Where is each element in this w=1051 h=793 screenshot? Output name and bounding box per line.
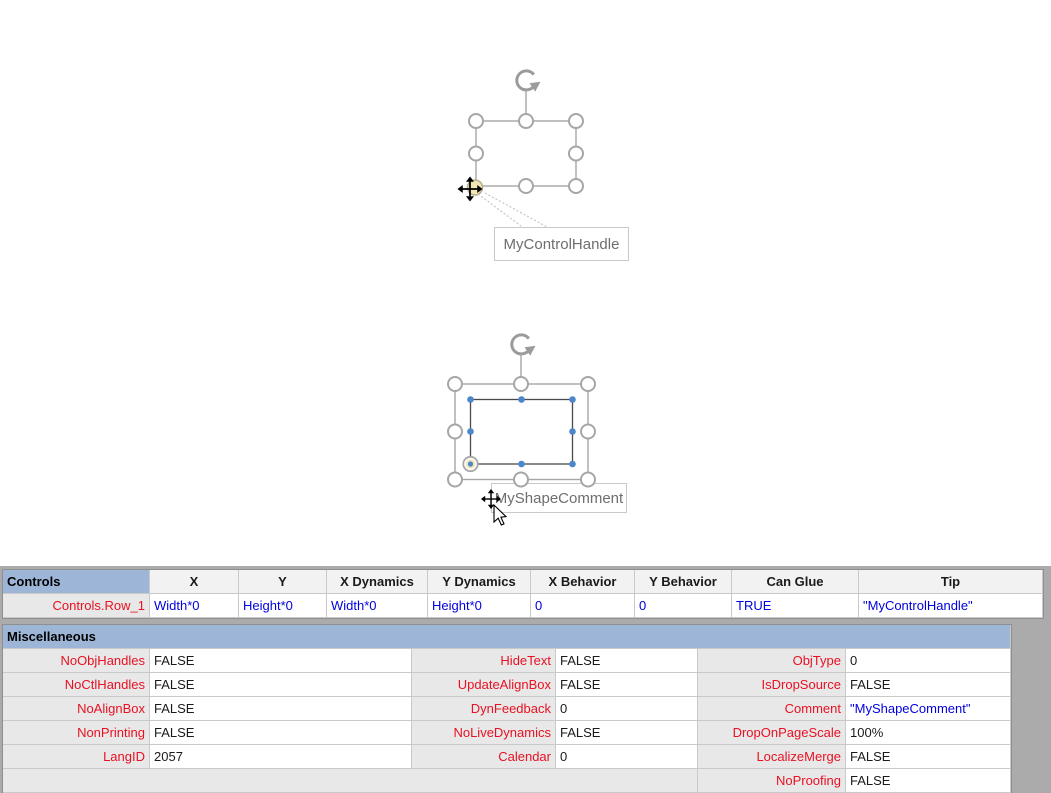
selection-box xyxy=(454,383,589,481)
cell-nolivedynamics[interactable]: FALSE xyxy=(556,721,698,745)
label-nonprinting[interactable]: NonPrinting xyxy=(3,721,150,745)
vertex-handles[interactable] xyxy=(467,396,576,468)
tooltip-callout-lines xyxy=(477,192,549,229)
miscellaneous-section-table: Miscellaneous NoObjHandles FALSE HideTex… xyxy=(2,624,1012,793)
column-header-x-dynamics: X Dynamics xyxy=(327,570,428,594)
cell-comment[interactable]: "MyShapeComment" xyxy=(846,697,1011,721)
column-header-y: Y xyxy=(239,570,327,594)
cell-controls-y-behavior[interactable]: 0 xyxy=(635,594,732,618)
shapesheet-window: Controls X Y X Dynamics Y Dynamics X Beh… xyxy=(0,566,1051,793)
cell-noproofing[interactable]: FALSE xyxy=(846,769,1011,793)
label-noctlhandles[interactable]: NoCtlHandles xyxy=(3,673,150,697)
cell-langid[interactable]: 2057 xyxy=(150,745,412,769)
controls-section-header[interactable]: Controls xyxy=(3,570,150,594)
label-localizemerge[interactable]: LocalizeMerge xyxy=(698,745,846,769)
shape-comment-tooltip: MyShapeComment xyxy=(491,483,627,513)
cell-controls-tip[interactable]: "MyControlHandle" xyxy=(859,594,1043,618)
selection-handles[interactable] xyxy=(447,376,596,488)
label-noalignbox[interactable]: NoAlignBox xyxy=(3,697,150,721)
label-objtype[interactable]: ObjType xyxy=(698,649,846,673)
label-noproofing[interactable]: NoProofing xyxy=(698,769,846,793)
label-comment[interactable]: Comment xyxy=(698,697,846,721)
cell-nonprinting[interactable]: FALSE xyxy=(150,721,412,745)
column-header-can-glue: Can Glue xyxy=(732,570,859,594)
cell-noctlhandles[interactable]: FALSE xyxy=(150,673,412,697)
cell-noobjhandles[interactable]: FALSE xyxy=(150,649,412,673)
cell-isdropsource[interactable]: FALSE xyxy=(846,673,1011,697)
controls-section-table: Controls X Y X Dynamics Y Dynamics X Beh… xyxy=(2,569,1044,619)
miscellaneous-section-header[interactable]: Miscellaneous xyxy=(3,625,1011,649)
label-langid[interactable]: LangID xyxy=(3,745,150,769)
column-header-x-behavior: X Behavior xyxy=(531,570,635,594)
cell-hidetext[interactable]: FALSE xyxy=(556,649,698,673)
label-dynfeedback[interactable]: DynFeedback xyxy=(412,697,556,721)
shape-outline[interactable] xyxy=(475,120,577,187)
label-updatealignbox[interactable]: UpdateAlignBox xyxy=(412,673,556,697)
control-handle[interactable] xyxy=(462,455,479,473)
cell-controls-x[interactable]: Width*0 xyxy=(150,594,239,618)
cell-controls-can-glue[interactable]: TRUE xyxy=(732,594,859,618)
cell-controls-x-behavior[interactable]: 0 xyxy=(531,594,635,618)
cell-controls-x-dynamics[interactable]: Width*0 xyxy=(327,594,428,618)
column-header-x: X xyxy=(150,570,239,594)
cell-objtype[interactable]: 0 xyxy=(846,649,1011,673)
control-handle[interactable] xyxy=(466,179,484,196)
cell-noalignbox[interactable]: FALSE xyxy=(150,697,412,721)
empty-cell xyxy=(3,769,698,793)
column-header-tip: Tip xyxy=(859,570,1043,594)
column-header-y-dynamics: Y Dynamics xyxy=(428,570,531,594)
rotation-handle-icon[interactable] xyxy=(510,333,537,358)
rotation-handle-icon[interactable] xyxy=(515,69,542,94)
shape-outline[interactable] xyxy=(469,398,574,465)
controls-row-name[interactable]: Controls.Row_1 xyxy=(3,594,150,618)
selection-handles[interactable] xyxy=(468,113,584,194)
cell-dynfeedback[interactable]: 0 xyxy=(556,697,698,721)
cell-localizemerge[interactable]: FALSE xyxy=(846,745,1011,769)
label-isdropsource[interactable]: IsDropSource xyxy=(698,673,846,697)
figure-control-handle-shape xyxy=(456,69,584,229)
move-cursor xyxy=(456,175,484,203)
label-noobjhandles[interactable]: NoObjHandles xyxy=(3,649,150,673)
drawing-canvas xyxy=(447,69,596,526)
label-droponpagescale[interactable]: DropOnPageScale xyxy=(698,721,846,745)
cell-controls-y[interactable]: Height*0 xyxy=(239,594,327,618)
label-hidetext[interactable]: HideText xyxy=(412,649,556,673)
column-header-y-behavior: Y Behavior xyxy=(635,570,732,594)
cell-controls-y-dynamics[interactable]: Height*0 xyxy=(428,594,531,618)
cell-updatealignbox[interactable]: FALSE xyxy=(556,673,698,697)
cell-calendar[interactable]: 0 xyxy=(556,745,698,769)
label-nolivedynamics[interactable]: NoLiveDynamics xyxy=(412,721,556,745)
label-calendar[interactable]: Calendar xyxy=(412,745,556,769)
control-handle-tooltip: MyControlHandle xyxy=(494,227,629,261)
cell-droponpagescale[interactable]: 100% xyxy=(846,721,1011,745)
